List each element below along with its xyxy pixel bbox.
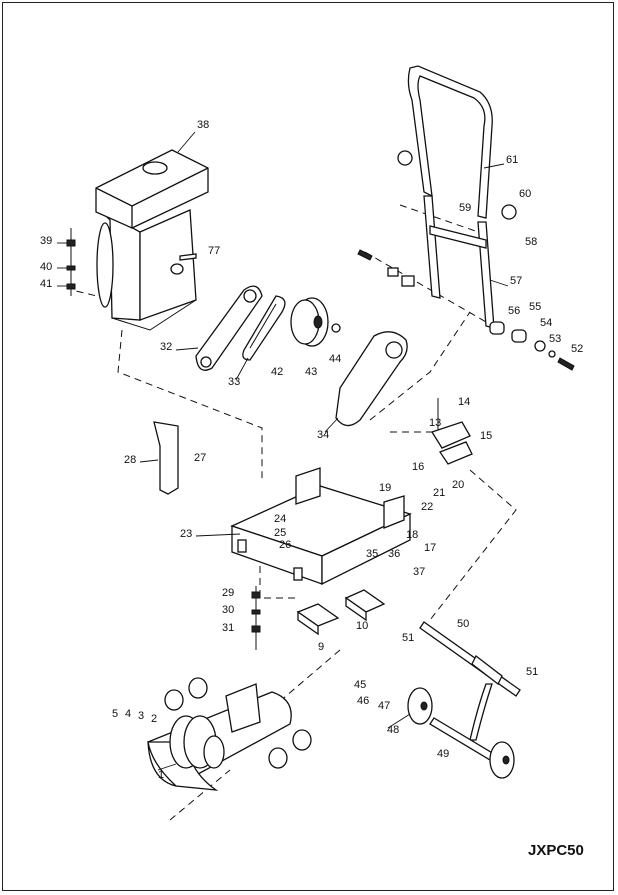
callout-41: 41 — [40, 278, 52, 290]
callout-14: 14 — [458, 396, 470, 408]
callout-40: 40 — [40, 261, 52, 273]
callout-56: 56 — [508, 305, 520, 317]
bolt-stack-39-41 — [57, 228, 76, 296]
callout-18: 18 — [406, 529, 418, 541]
callout-22: 22 — [421, 501, 433, 513]
callout-23: 23 — [180, 528, 192, 540]
callout-49: 49 — [437, 748, 449, 760]
callout-37: 37 — [413, 566, 425, 578]
callout-28: 28 — [124, 454, 136, 466]
callout-48: 48 — [387, 724, 399, 736]
callout-57: 57 — [510, 275, 522, 287]
callout-5: 5 — [112, 708, 118, 720]
handle-assembly — [397, 65, 517, 329]
callout-61: 61 — [506, 154, 518, 166]
mounting-base — [195, 467, 412, 586]
callout-59: 59 — [459, 202, 471, 214]
model-code: JXPC50 — [528, 842, 584, 859]
mount-plate-13-15 — [431, 398, 473, 465]
bracket-28 — [139, 421, 179, 495]
callout-10: 10 — [356, 620, 368, 632]
callout-54: 54 — [540, 317, 552, 329]
callout-15: 15 — [480, 430, 492, 442]
wheel-kit — [387, 621, 521, 779]
callout-45: 45 — [354, 679, 366, 691]
callout-27: 27 — [194, 452, 206, 464]
engine-assembly — [95, 131, 209, 331]
callout-39: 39 — [40, 235, 52, 247]
spacer-10 — [344, 589, 386, 622]
handle-mount-hardware — [357, 249, 575, 371]
callout-51: 51 — [402, 632, 414, 644]
key-77 — [179, 253, 197, 261]
callout-51: 51 — [526, 666, 538, 678]
callout-20: 20 — [452, 479, 464, 491]
callout-58: 58 — [525, 236, 537, 248]
callout-29: 29 — [222, 587, 234, 599]
callout-4: 4 — [125, 708, 131, 720]
callout-30: 30 — [222, 604, 234, 616]
callout-52: 52 — [571, 343, 583, 355]
callout-43: 43 — [305, 366, 317, 378]
callout-50: 50 — [457, 618, 469, 630]
callout-34: 34 — [317, 429, 329, 441]
callout-60: 60 — [519, 188, 531, 200]
callout-21: 21 — [433, 487, 445, 499]
callout-13: 13 — [429, 417, 441, 429]
callout-53: 53 — [549, 333, 561, 345]
callout-31: 31 — [222, 622, 234, 634]
callout-42: 42 — [271, 366, 283, 378]
belt-drive — [175, 285, 341, 381]
callout-38: 38 — [197, 119, 209, 131]
callout-33: 33 — [228, 376, 240, 388]
callout-26: 26 — [279, 539, 291, 551]
callout-35: 35 — [366, 548, 378, 560]
callout-9: 9 — [318, 641, 324, 653]
callout-1: 1 — [158, 769, 164, 781]
belt-guard — [324, 331, 408, 433]
callout-2: 2 — [151, 713, 157, 725]
callout-36: 36 — [388, 548, 400, 560]
callout-24: 24 — [274, 513, 286, 525]
callout-55: 55 — [529, 301, 541, 313]
callout-17: 17 — [424, 542, 436, 554]
spacer-9 — [296, 603, 340, 636]
callout-46: 46 — [357, 695, 369, 707]
callout-44: 44 — [329, 353, 341, 365]
callout-47: 47 — [378, 700, 390, 712]
callout-16: 16 — [412, 461, 424, 473]
base-plate — [147, 677, 312, 791]
callout-25: 25 — [274, 527, 286, 539]
callout-77: 77 — [208, 245, 220, 257]
callout-19: 19 — [379, 482, 391, 494]
callout-32: 32 — [160, 341, 172, 353]
callout-3: 3 — [138, 710, 144, 722]
bolt-stack-29-31 — [251, 586, 261, 650]
